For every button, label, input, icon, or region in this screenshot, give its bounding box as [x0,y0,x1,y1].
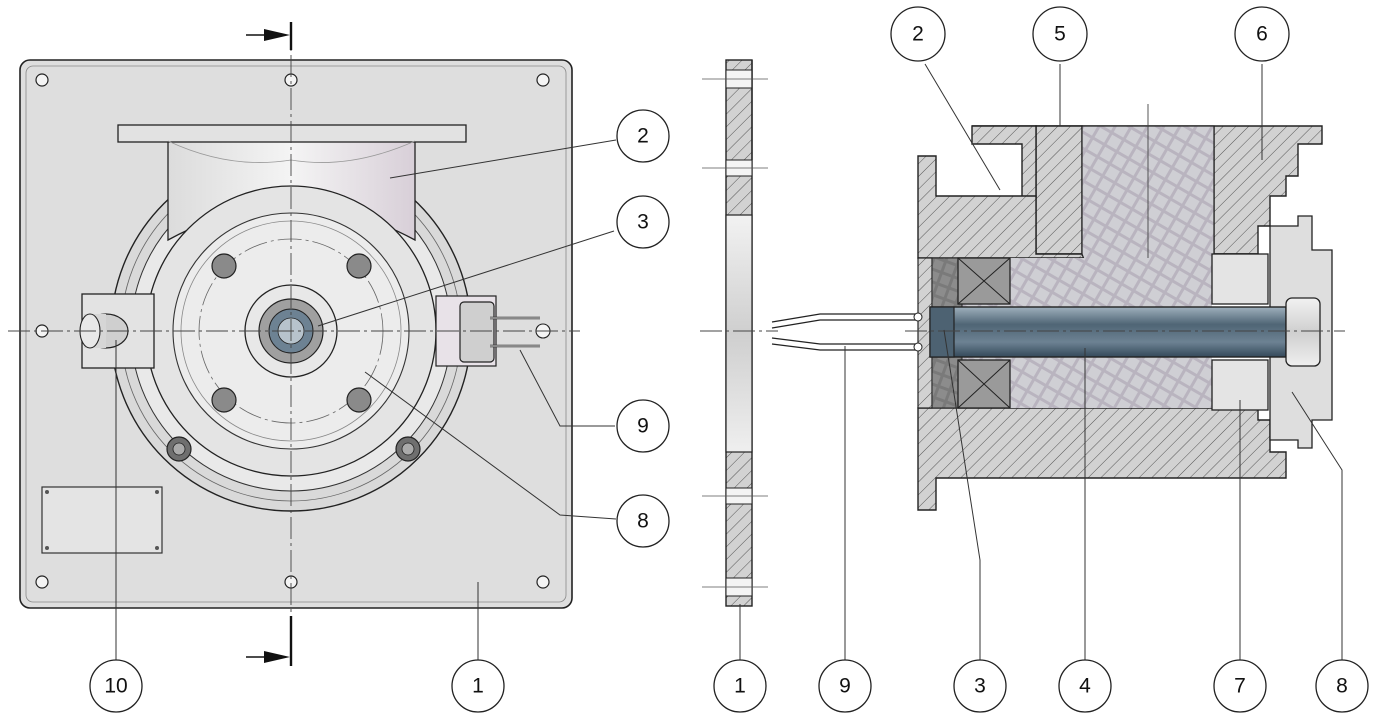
svg-text:2: 2 [637,125,649,148]
svg-text:8: 8 [1336,675,1348,698]
terminal-block [459,301,495,363]
shaft [929,306,1287,358]
section-view [905,104,1345,511]
balloon-front-3: 3 [616,195,670,249]
outlet-flange [117,124,467,143]
svg-text:9: 9 [839,675,851,698]
heater-leads [771,313,918,351]
svg-text:5: 5 [1054,23,1066,46]
svg-text:1: 1 [472,675,484,698]
nameplate [41,486,163,554]
balloon-section-3: 3 [953,659,1007,713]
balloon-section-2: 2 [890,6,946,62]
balloon-section-7: 7 [1213,659,1267,713]
balloon-section-6: 6 [1234,6,1290,62]
cover-bolts [211,253,372,413]
svg-text:2: 2 [912,23,924,46]
flange-bolts [166,436,421,462]
balloon-front-9: 9 [616,399,670,453]
svg-text:3: 3 [637,211,649,234]
balloon-section-5: 5 [1032,6,1088,62]
balloon-side-9: 9 [818,659,872,713]
svg-text:3: 3 [974,675,986,698]
balloon-front-1: 1 [451,659,505,713]
side-view [700,59,918,607]
section-arrow-top [246,29,290,41]
coupling [929,306,955,358]
balloon-side-1: 1 [713,659,767,713]
svg-text:7: 7 [1234,675,1246,698]
svg-text:6: 6 [1256,23,1268,46]
svg-text:10: 10 [104,675,127,698]
bearings [957,257,1011,409]
balloon-front-10: 10 [89,659,143,713]
svg-text:9: 9 [637,415,649,438]
balloon-front-2: 2 [616,109,670,163]
balloon-front-8: 8 [616,494,670,548]
svg-text:1: 1 [734,675,746,698]
spacer-top [1211,253,1269,305]
front-view [8,22,580,666]
section-arrow-bottom [246,651,290,663]
leader-lines [115,63,1343,661]
balloon-section-8: 8 [1315,659,1369,713]
svg-text:8: 8 [637,510,649,533]
balloon-section-4: 4 [1058,659,1112,713]
svg-text:4: 4 [1079,675,1091,698]
